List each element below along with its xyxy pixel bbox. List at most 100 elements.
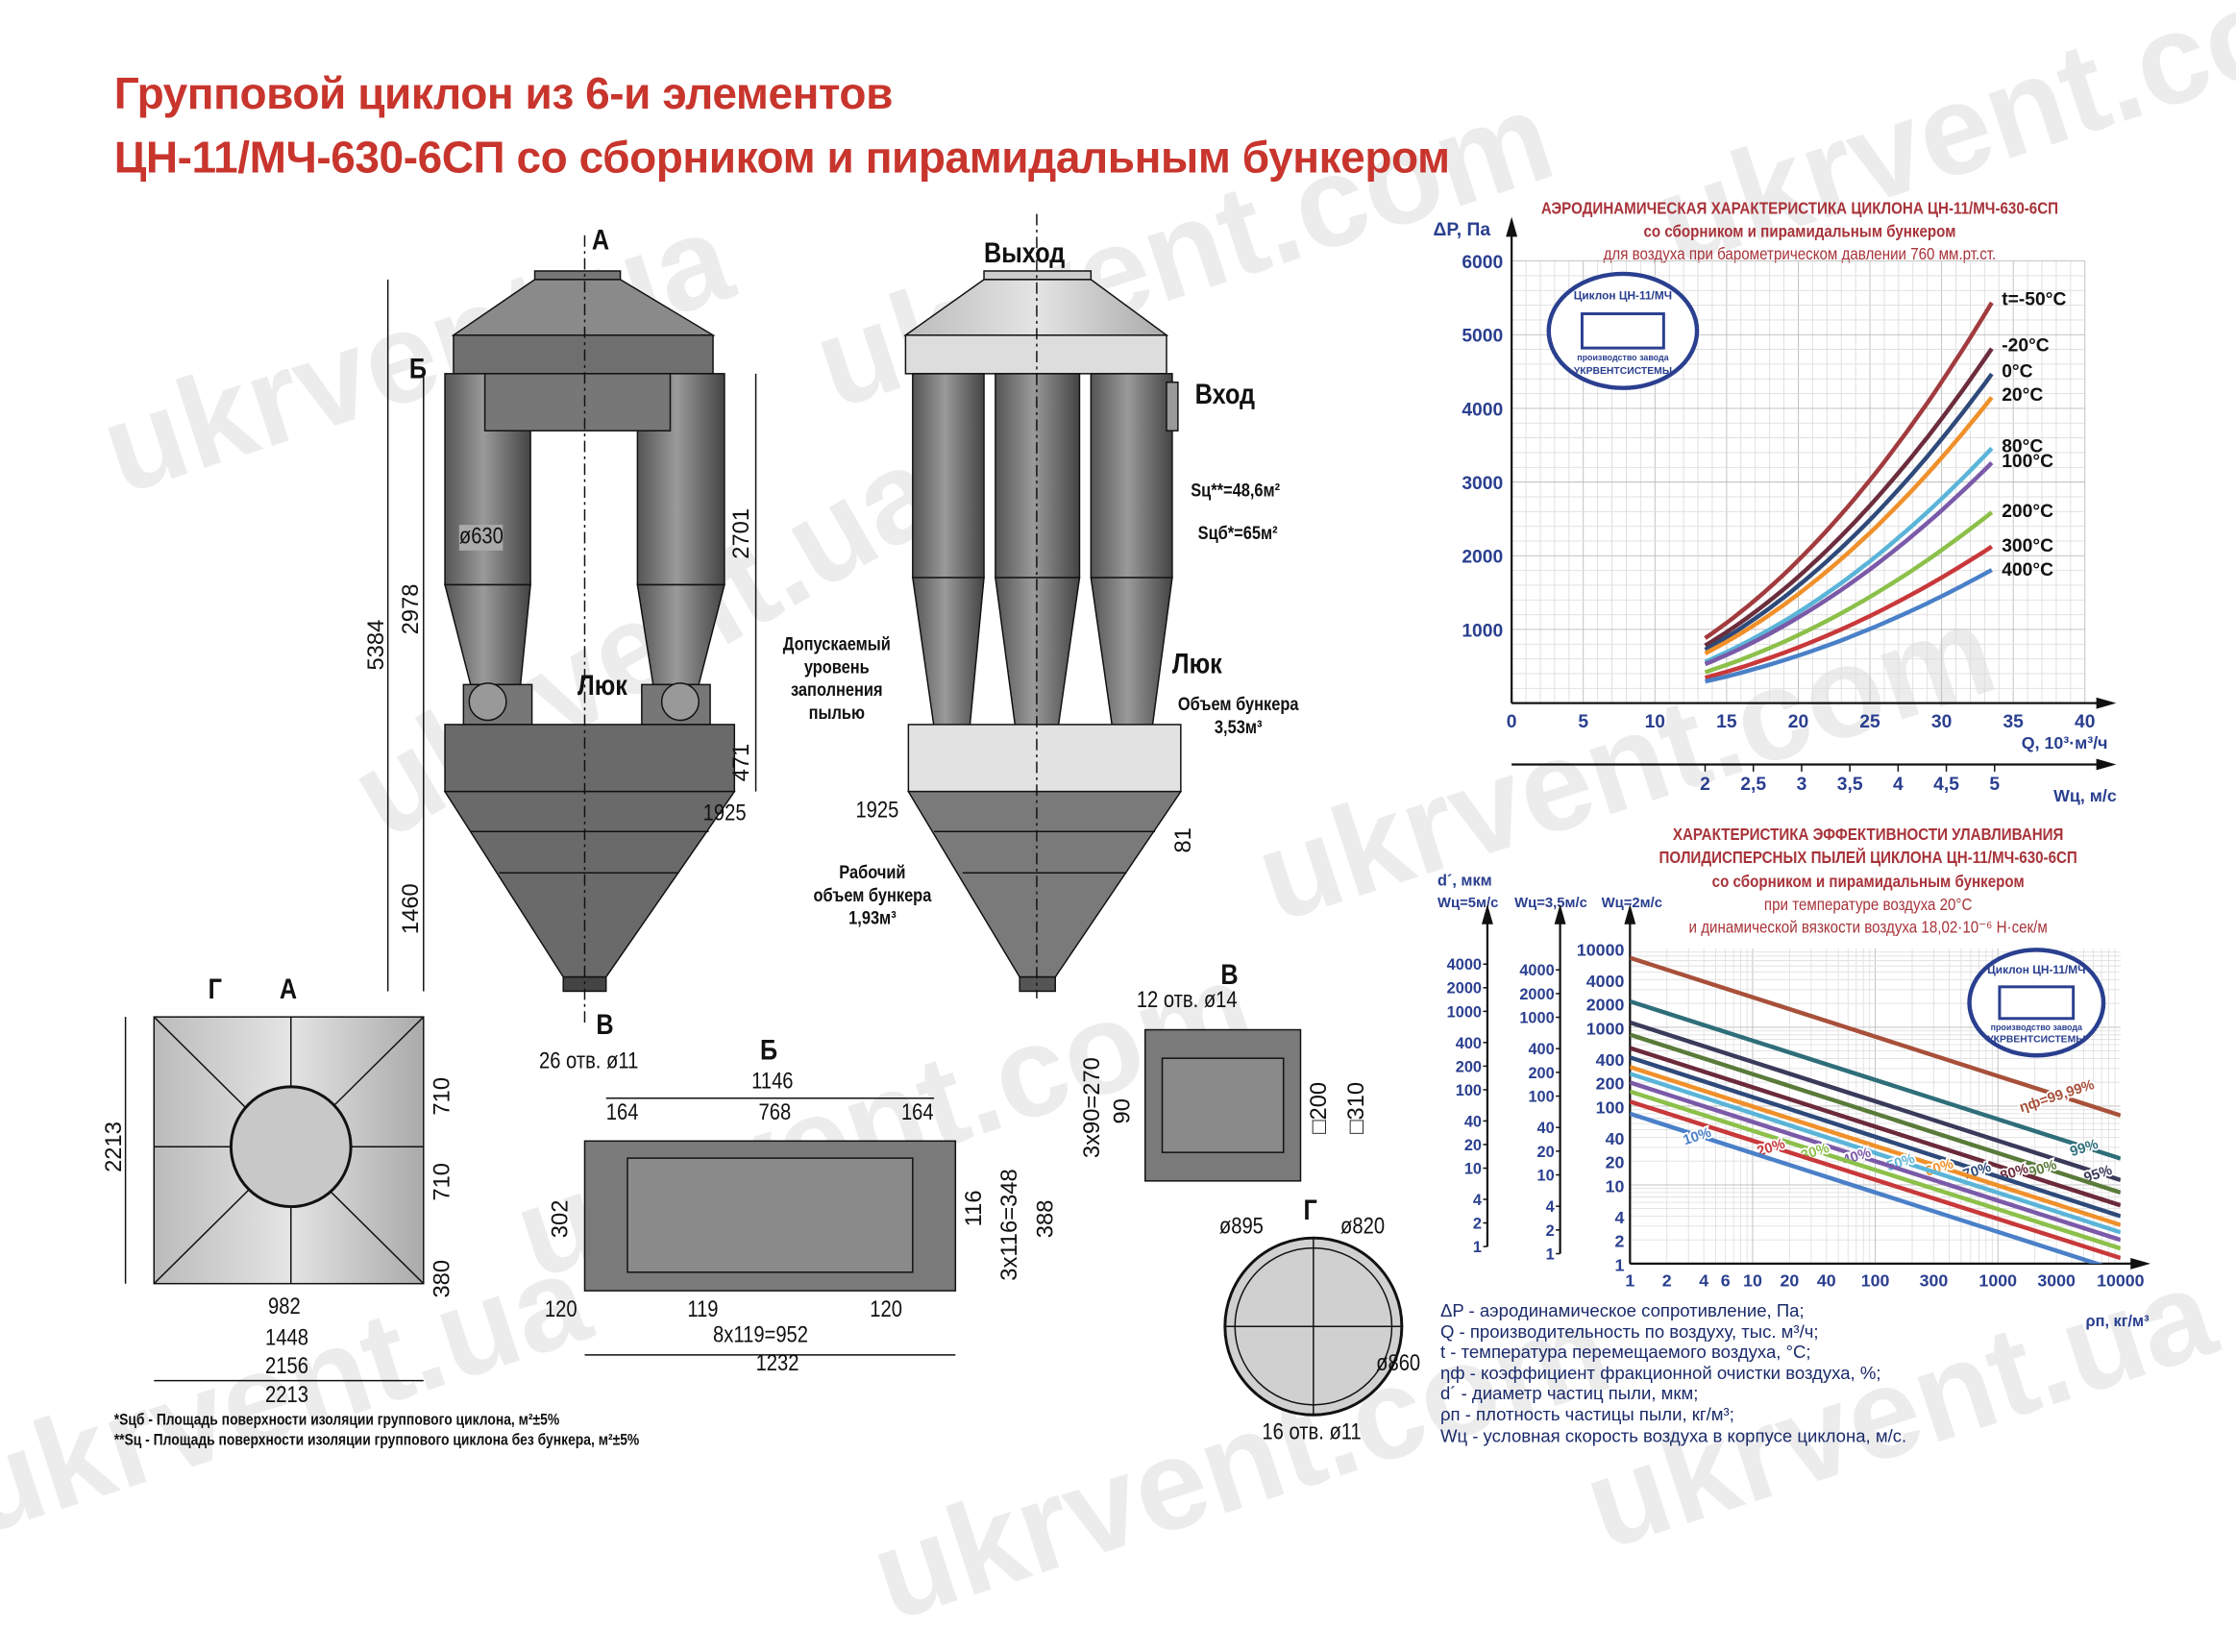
hatch-label-side: Люк	[1171, 649, 1222, 680]
series-label: 100°С	[2002, 452, 2053, 472]
y-tick-label: 2	[1614, 1232, 1624, 1251]
x-tick-label: 15	[1716, 712, 1737, 732]
legend-note: ρп - плотность частицы пыли, кг/м³;	[1439, 1404, 1734, 1425]
efficiency-line-80%	[1630, 1046, 2121, 1208]
legend-note: t - температура перемещаемого воздуха, °…	[1439, 1342, 1811, 1363]
fill-level-label: Допускаемый уровень заполнения пылью	[770, 633, 903, 725]
y-tick-label: 10	[1606, 1176, 1625, 1196]
work-volume-line: 1,93м³	[848, 906, 897, 929]
velocity-axis-label: Wц=2м/с	[1602, 896, 1662, 911]
stamp-ring	[1967, 948, 2106, 1058]
stamp-text: УКРВЕНТСИСТЕМЫ	[1987, 1035, 2085, 1046]
y-tick-label: 200	[1596, 1074, 1625, 1094]
secondary-tick-label: 2,5	[1740, 775, 1766, 795]
symbol-legend: ΔP - аэродинамическое сопротивление, Па;…	[1440, 1300, 1906, 1446]
curve-20°С	[1704, 396, 1994, 655]
velocity-tick-label: 2	[1473, 1215, 1482, 1232]
dim-1146: 1146	[751, 1070, 794, 1095]
view-v-drawing	[1143, 1028, 1302, 1182]
fill-level-line: Допускаемый	[782, 632, 891, 655]
hatch-label: Люк	[577, 670, 627, 703]
cyclone-icon	[1998, 985, 2076, 1021]
x-axis-arrow	[2096, 697, 2117, 709]
x-tick-label: 1	[1625, 1271, 1634, 1291]
work-volume-line: Рабочий	[839, 861, 906, 883]
x-tick-label: 5	[1578, 712, 1588, 732]
stamp-text: Циклон ЦН-11/МЧ	[1987, 963, 2085, 976]
velocity-axis-label: Wц=3,5м/с	[1514, 896, 1587, 911]
series-label: t=-50°С	[2002, 289, 2066, 309]
secondary-x-axis-arrow	[2096, 758, 2117, 771]
outlet-label: Выход	[984, 237, 1066, 270]
view-b-drawing	[583, 1097, 957, 1356]
dim-768: 768	[758, 1100, 792, 1125]
efficiency-line-99%	[1630, 999, 2121, 1161]
legend-note: Q - производительность по воздуху, тыс. …	[1439, 1321, 1819, 1342]
legend-note: Wц - условная скорость воздуха в корпусе…	[1439, 1425, 1907, 1446]
view-a-title: А	[279, 974, 298, 1006]
y-tick-label: 2000	[1462, 548, 1503, 568]
velocity-tick-label: 2000	[1447, 980, 1482, 998]
velocity-tick-label: 10	[1537, 1167, 1555, 1184]
velocity-tick-label: 100	[1528, 1088, 1554, 1105]
secondary-tick-label: 4,5	[1933, 775, 1959, 795]
view-g-marker: Г	[208, 974, 222, 1006]
fill-level-line: пылью	[808, 702, 866, 724]
area-no-bunker-label: Sц**=48,6м²	[1191, 479, 1281, 501]
stamp-ring	[1546, 271, 1700, 390]
secondary-tick-label: 3	[1797, 775, 1807, 795]
y-axis-arrow	[1506, 216, 1518, 237]
chart2-subtitle3: и динамической вязкости воздуха 18,02·10…	[1688, 917, 2048, 938]
chart1-title: АЭРОДИНАМИЧЕСКАЯ ХАРАКТЕРИСТИКА ЦИКЛОНА …	[1540, 198, 2059, 219]
velocity-tick-label: 4	[1473, 1192, 1482, 1209]
series-label: 300°С	[2002, 536, 2053, 556]
chart2-title2: ПОЛИДИСПЕРСНЫХ ПЫЛЕЙ ЦИКЛОНА ЦН-11/МЧ-63…	[1659, 847, 2077, 868]
y-tick-label: 400	[1596, 1050, 1625, 1070]
bunker-volume-label: Объем бункера 3,53м³	[1178, 693, 1299, 738]
y-tick-label: 2000	[1586, 996, 1625, 1015]
efficiency-line-40%	[1630, 1080, 2121, 1243]
fill-level-line: заполнения	[790, 678, 883, 701]
y-tick-label: 3000	[1462, 474, 1503, 494]
dim-952: 8х119=952	[713, 1323, 809, 1348]
velocity-tick-label: 1	[1473, 1239, 1482, 1256]
y-tick-label: 4000	[1586, 972, 1625, 991]
series-label: -20°С	[2002, 336, 2050, 357]
y-axis-label: d´, мкм	[1437, 873, 1492, 890]
velocity-tick-label: 400	[1528, 1041, 1554, 1058]
view-b-title: Б	[760, 1035, 778, 1068]
efficiency-line-90%	[1630, 1032, 2121, 1195]
y-tick-label: 1	[1614, 1255, 1624, 1274]
efficiency-line-30%	[1630, 1089, 2121, 1251]
velocity-tick-label: 1	[1546, 1245, 1555, 1263]
series-label: 0°С	[2002, 361, 2032, 382]
y-tick-label: 4	[1614, 1208, 1624, 1227]
curve-100°С	[1704, 461, 1994, 667]
stamp-text: Циклон ЦН-11/МЧ	[1574, 289, 1672, 303]
dim-d860: ø860	[1376, 1351, 1421, 1377]
x-axis-label: Q, 10³·м³/ч	[2022, 733, 2108, 752]
stamp-text: производство завода	[1577, 353, 1668, 362]
view-v-title: В	[1220, 959, 1239, 992]
work-volume-label: Рабочий объем бункера 1,93м³	[806, 861, 940, 929]
series-label: 400°С	[2002, 560, 2053, 580]
x-axis-label: ρп, кг/м³	[2086, 1313, 2150, 1330]
secondary-tick-label: 2	[1700, 775, 1710, 795]
velocity-tick-label: 200	[1528, 1065, 1554, 1082]
x-tick-label: 30	[1931, 712, 1952, 732]
velocity-tick-label: 40	[1537, 1120, 1555, 1137]
velocity-tick-label: 400	[1456, 1035, 1482, 1052]
y-tick-label: 5000	[1462, 327, 1503, 347]
x-tick-label: 4	[1699, 1271, 1708, 1291]
dim-2213-horizontal: 2213	[265, 1383, 308, 1408]
secondary-tick-label: 4	[1893, 775, 1904, 795]
efficiency-line-ηф=99,99%	[1630, 955, 2121, 1118]
velocity-tick-label: 20	[1537, 1144, 1555, 1161]
cyclone-diameter: ø630	[458, 525, 504, 551]
chart2-subtitle: со сборником и пирамидальным бункером	[1711, 871, 2025, 892]
y-tick-label: 20	[1606, 1153, 1625, 1172]
